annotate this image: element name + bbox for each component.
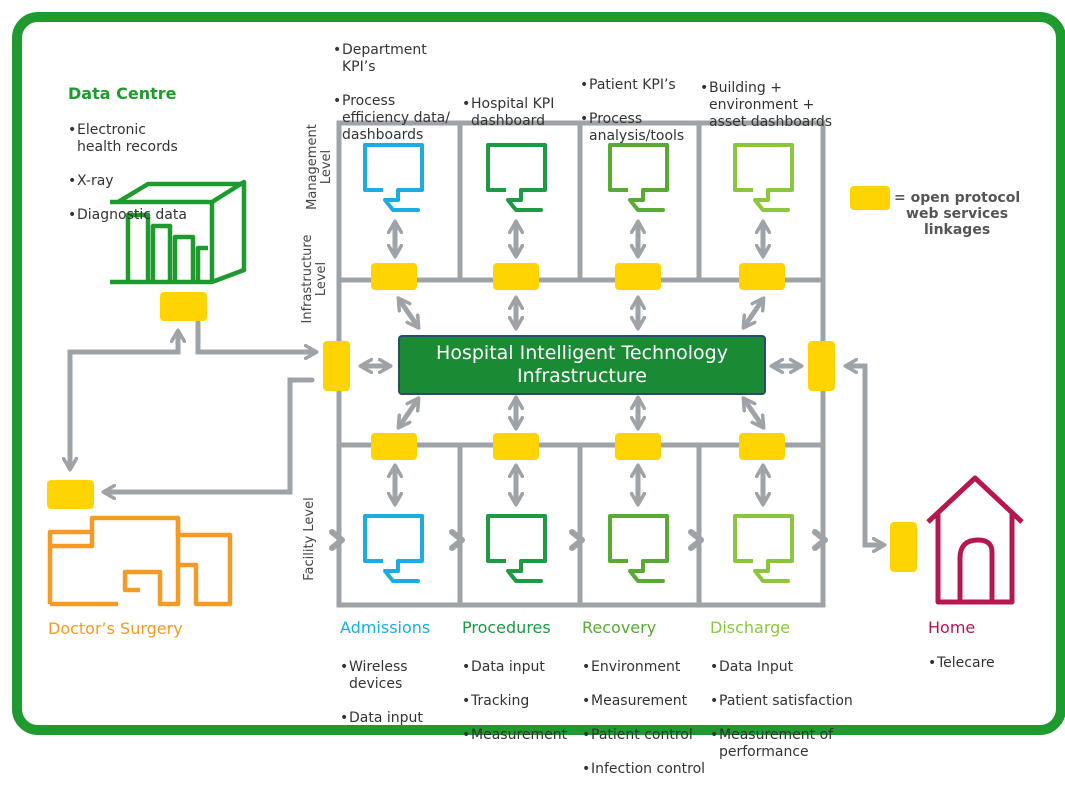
column-title-admissions: Admissions (340, 618, 431, 637)
doctors-surgery-title: Doctor’s Surgery (48, 619, 183, 638)
list-item: Data input (340, 710, 440, 727)
link-arrows (70, 226, 880, 545)
list-item: Tracking (462, 693, 577, 710)
top-note-4: Building + environment + asset dashboard… (700, 63, 835, 148)
monitor-icon-recovery-management (608, 143, 669, 212)
procedures-list: Data input Tracking Measurement (462, 642, 577, 761)
flow-chevrons (329, 529, 828, 551)
list-item: Patient satisfaction (710, 693, 855, 710)
list-item: Measurement of performance (710, 727, 855, 761)
monitor-icon-procedures-facility (486, 514, 547, 583)
list-item: Process efficiency data/ dashboards (333, 93, 458, 144)
list-item: Diagnostic data (68, 207, 193, 224)
list-item: Hospital KPI dashboard (462, 96, 562, 130)
hospital-infrastructure-hub: Hospital Intelligent Technology Infrastr… (398, 335, 766, 395)
monitor-icon-admissions-management (363, 143, 424, 212)
recovery-list: Environment Measurement Patient control … (582, 642, 707, 795)
protocol-connectors (47, 186, 917, 572)
list-item: Patient KPI’s (580, 77, 685, 94)
monitor-icon-admissions-facility (363, 514, 424, 583)
column-title-procedures: Procedures (462, 618, 551, 637)
doctors-surgery-building-icon (47, 515, 233, 607)
monitor-icon-recovery-facility (608, 514, 669, 583)
column-title-discharge: Discharge (710, 618, 791, 637)
facility-level-label: Facility Level (302, 497, 317, 581)
infrastructure-level-label: Infrastructure Level (300, 234, 329, 324)
data-centre-list: Electronic health records X-ray Diagnost… (68, 105, 193, 241)
list-item: Wireless devices (340, 659, 440, 693)
top-note-3: Patient KPI’s Process analysis/tools (580, 60, 685, 162)
monitor-icon-discharge-facility (733, 514, 794, 583)
list-item: Environment (582, 659, 707, 676)
top-note-1: Department KPI’s Process efficiency data… (333, 25, 458, 161)
list-item: Data Input (710, 659, 855, 676)
list-item: Building + environment + asset dashboard… (700, 80, 835, 131)
data-centre-title: Data Centre (68, 84, 177, 103)
top-note-2: Hospital KPI dashboard (462, 79, 562, 147)
legend-text: = open protocol web services linkages (894, 190, 1021, 238)
list-item: Process analysis/tools (580, 111, 685, 145)
home-title: Home (928, 618, 976, 637)
home-house-icon (926, 475, 1024, 605)
list-item: Data input (462, 659, 577, 676)
list-item: Measurement (582, 693, 707, 710)
management-level-label: Management Level (305, 124, 334, 210)
legend-swatch (850, 186, 890, 210)
list-item: Telecare (928, 655, 1028, 672)
monitor-icon-discharge-management (733, 143, 794, 212)
list-item: Measurement (462, 727, 577, 744)
list-item: Patient control (582, 727, 707, 744)
list-item: Infection control (582, 761, 707, 778)
home-list: Telecare (928, 638, 1028, 689)
list-item: X-ray (68, 173, 193, 190)
monitor-icon-procedures-management (486, 143, 547, 212)
list-item: Department KPI’s (333, 42, 458, 76)
admissions-list: Wireless devices Data input (340, 642, 440, 744)
column-title-recovery: Recovery (582, 618, 657, 637)
discharge-list: Data Input Patient satisfaction Measurem… (710, 642, 855, 778)
list-item: Electronic health records (68, 122, 193, 156)
